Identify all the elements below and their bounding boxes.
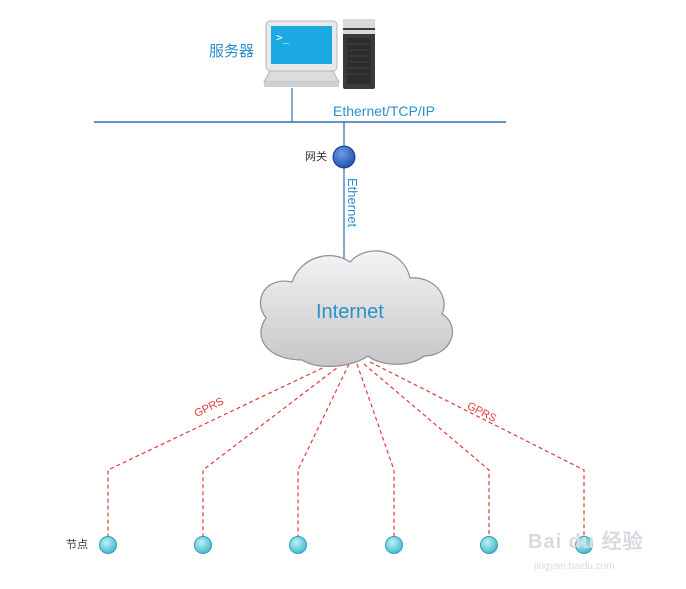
uplink-label: Ethernet — [345, 178, 360, 228]
cloud-icon — [260, 250, 453, 367]
server-label: 服务器 — [209, 43, 255, 60]
watermark-site: jingyan.baidu.com — [534, 561, 615, 572]
gprs-links — [107, 361, 585, 536]
nodes — [99, 536, 593, 554]
node-icon — [575, 536, 593, 554]
gprs-link-5 — [363, 363, 490, 536]
watermark-brand: Bai du 经验 — [528, 531, 644, 553]
network-label: Ethernet/TCP/IP — [333, 103, 435, 119]
svg-text:>_: >_ — [276, 31, 290, 44]
gateway-node-icon — [332, 145, 356, 169]
node-label: 节点 — [66, 539, 88, 551]
node-icon — [385, 536, 403, 554]
gprs-link-6 — [369, 361, 585, 536]
node-icon — [99, 536, 117, 554]
gateway-label: 网关 — [305, 151, 327, 163]
node-icon — [289, 536, 307, 554]
server-tower-icon — [343, 19, 375, 89]
gprs-link-1 — [107, 361, 336, 536]
gprs-link-4 — [356, 363, 395, 536]
node-icon — [480, 536, 498, 554]
gprs-link-2 — [202, 363, 343, 536]
cloud-label: Internet — [316, 301, 384, 323]
node-icon — [194, 536, 212, 554]
gprs-link-3 — [297, 363, 350, 536]
computer-monitor-icon: >_ — [263, 20, 340, 87]
